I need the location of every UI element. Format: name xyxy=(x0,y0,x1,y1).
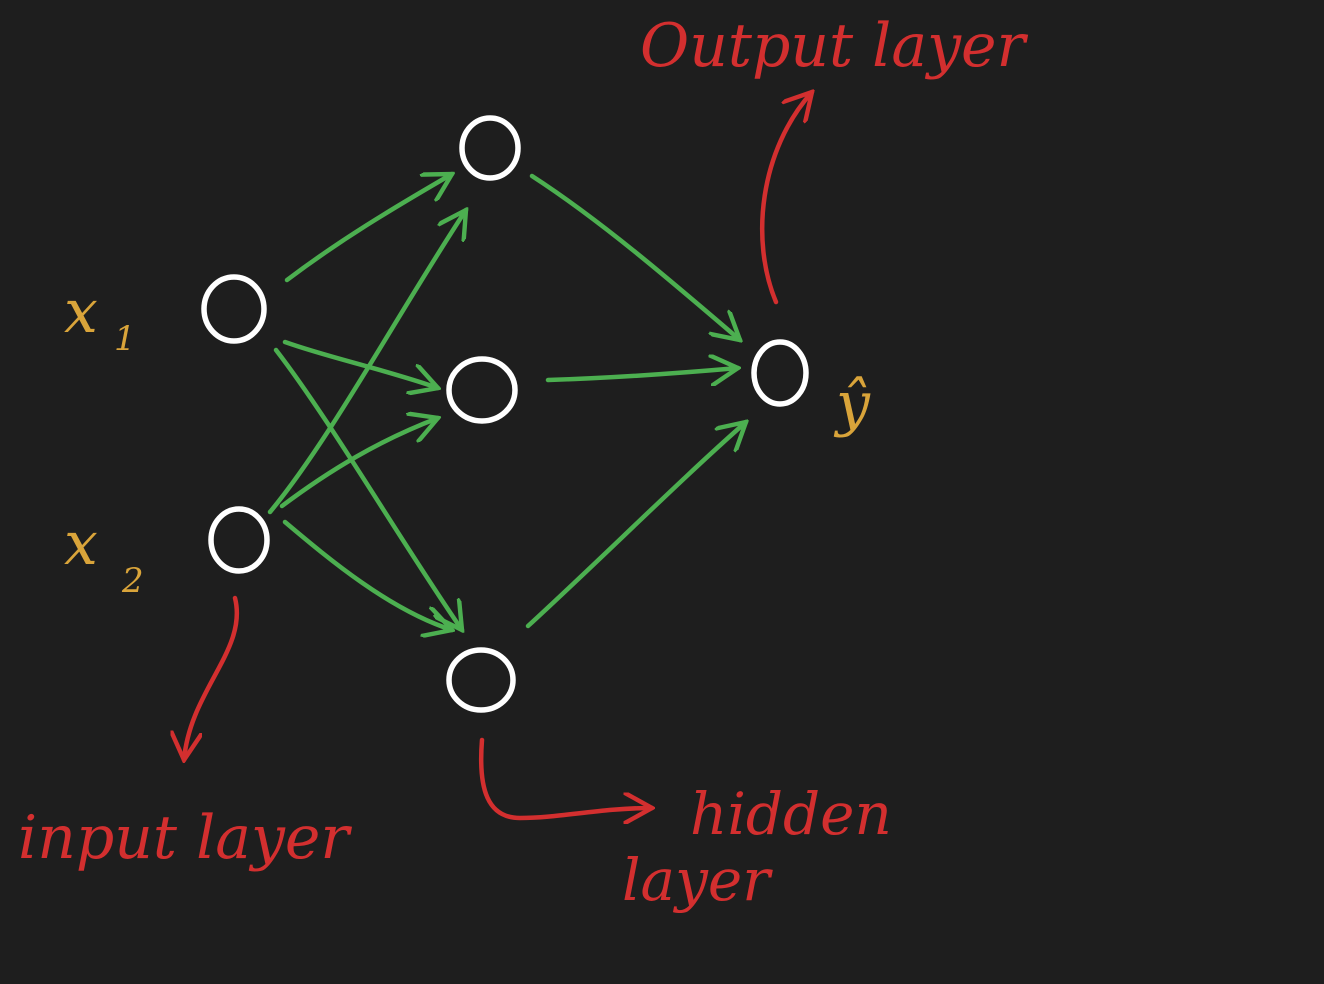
edge-x2-h3 xyxy=(282,519,452,630)
edge-h1-out xyxy=(529,173,740,340)
hidden-node-3 xyxy=(446,647,516,713)
x1-subscript: 1 xyxy=(114,319,136,359)
edge-x1-h1 xyxy=(284,174,452,283)
x2-subscript: 2 xyxy=(121,561,144,601)
edge-x1-h2 xyxy=(282,339,438,388)
hidden-layer-callout-arrow xyxy=(479,737,652,818)
x2-variable: x xyxy=(64,509,98,579)
input-node-x2 xyxy=(208,506,270,574)
edge-x2-h1 xyxy=(267,210,466,515)
hidden-layer-label-line2: layer xyxy=(622,846,773,914)
output-layer-label: Output layer xyxy=(640,11,1029,81)
y-hat-variable: ŷ xyxy=(833,369,871,439)
edge-h2-out xyxy=(545,368,738,380)
output-layer-callout-arrow xyxy=(760,92,812,305)
edge-h3-out xyxy=(525,422,746,629)
input-node-x1 xyxy=(201,274,267,344)
input-layer-label: input layer xyxy=(18,803,352,873)
hidden-node-2 xyxy=(446,356,518,424)
hidden-node-1 xyxy=(459,115,521,181)
edge-x2-h2 xyxy=(279,418,438,509)
output-node xyxy=(751,339,809,407)
x1-variable: x xyxy=(64,277,98,347)
hidden-layer-label-line1: hidden xyxy=(690,780,892,848)
input-layer-callout-arrow xyxy=(184,595,239,760)
edge-x1-h3 xyxy=(273,347,462,630)
